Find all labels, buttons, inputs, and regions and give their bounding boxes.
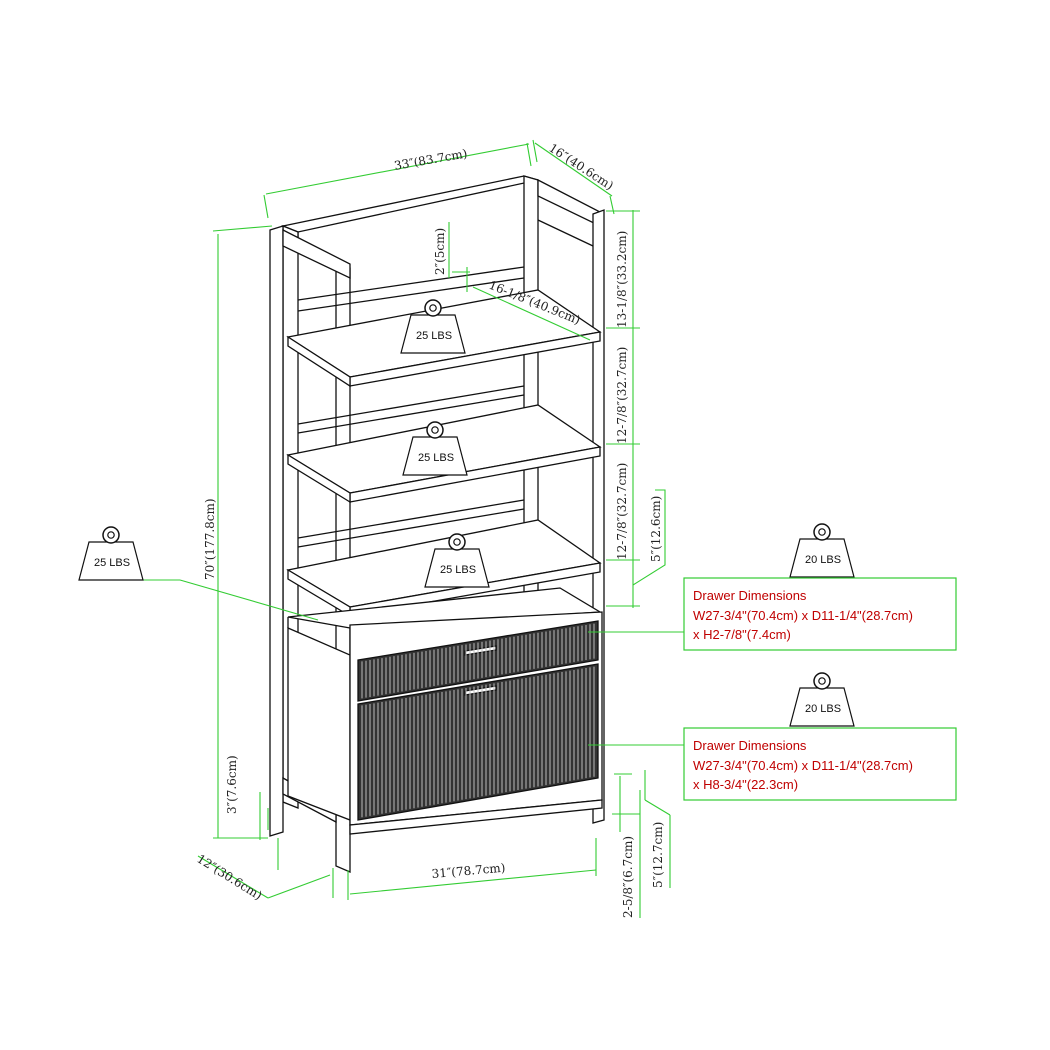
- weight-icon: [789, 672, 855, 727]
- bottom-clearance-label: 3″(7.6cm): [225, 755, 239, 814]
- svg-text:20 LBS: 20 LBS: [805, 703, 841, 715]
- width-top-label: 33″(83.7cm): [393, 146, 468, 173]
- foot-side-label: 5″(12.7cm): [651, 822, 665, 888]
- weight-shelf2: 25 LBS: [402, 421, 468, 476]
- shelf3-height-label: 12-7/8″(32.7cm): [615, 463, 629, 560]
- drawer-top-line2: x H2-7/8"(7.4cm): [693, 627, 791, 642]
- drawer-bottom-dimensions-box: Drawer Dimensions W27-3/4"(70.4cm) x D11…: [683, 727, 957, 801]
- svg-text:25 LBS: 25 LBS: [416, 330, 452, 342]
- svg-text:25 LBS: 25 LBS: [440, 564, 476, 576]
- weight-side-shelf: 25 LBS: [78, 526, 144, 581]
- shelf2-height-label: 12-7/8″(32.7cm): [615, 347, 629, 444]
- svg-text:20 LBS: 20 LBS: [805, 554, 841, 566]
- weight-drawer-top: 20 LBS: [789, 523, 855, 578]
- weight-drawer-bottom: 20 LBS: [789, 672, 855, 727]
- weight-icon: [789, 523, 855, 578]
- drawer-top-title: Drawer Dimensions: [693, 588, 807, 603]
- top-gap-label: 2″(5cm): [433, 228, 447, 275]
- weight-shelf3: 25 LBS: [424, 533, 490, 588]
- drawer-bottom-line1: W27-3/4"(70.4cm) x D11-1/4"(28.7cm): [693, 758, 913, 773]
- shelf1-height-label: 13-1/8″(33.2cm): [615, 231, 629, 328]
- drawer-top-dimensions-box: Drawer Dimensions W27-3/4"(70.4cm) x D11…: [683, 577, 957, 651]
- depth-top-label: 16″(40.6cm): [546, 141, 616, 193]
- drawer-bottom-line2: x H8-3/4"(22.3cm): [693, 777, 798, 792]
- drawer-bottom-title: Drawer Dimensions: [693, 738, 807, 753]
- drawer-slats: [361, 623, 595, 818]
- foot-height-label: 2-5/8″(6.7cm): [621, 836, 635, 918]
- depth-bottom-label: 12″(30.6cm): [194, 852, 264, 903]
- weight-icon: [78, 526, 144, 581]
- overall-height-label: 70″(177.8cm): [203, 498, 217, 580]
- weight-shelf1: 25 LBS: [400, 299, 466, 354]
- width-bottom-label: 31″(78.7cm): [431, 861, 506, 881]
- svg-text:25 LBS: 25 LBS: [418, 452, 454, 464]
- open-gap-label: 5″(12.6cm): [649, 496, 663, 562]
- dimension-lines: [82, 139, 684, 918]
- drawer-top-line1: W27-3/4"(70.4cm) x D11-1/4"(28.7cm): [693, 608, 913, 623]
- svg-text:25 LBS: 25 LBS: [94, 557, 130, 569]
